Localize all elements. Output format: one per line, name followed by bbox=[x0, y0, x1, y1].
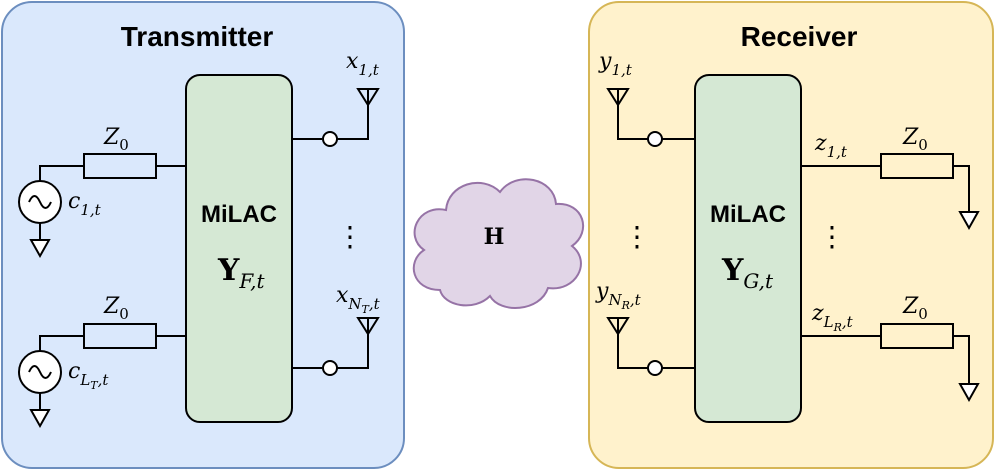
ground-icon bbox=[29, 409, 51, 429]
source-label-cLT: cLT,t bbox=[68, 359, 109, 392]
transmitter-milac-block bbox=[185, 74, 293, 423]
transmitter-source-LT: Z0 cLT,t bbox=[18, 294, 186, 429]
impedance-label: Z0 bbox=[902, 125, 928, 154]
antenna-icon bbox=[356, 88, 380, 107]
receiver-antenna-1: y1,t bbox=[598, 49, 695, 147]
receiver-load-LR: Z0 zLR,t bbox=[801, 294, 980, 403]
channel-cloud-shape bbox=[412, 178, 585, 309]
transmitter-antenna-NT: xNT,t bbox=[292, 283, 381, 376]
input-label-yNR: yNR,t bbox=[595, 279, 642, 312]
transmitter-panel: Transmitter MiLAC YF,t Z0 c1,t Z0 bbox=[1, 1, 405, 469]
output-label-xNT: xNT,t bbox=[336, 283, 381, 316]
antenna-icon bbox=[356, 317, 380, 336]
transmitter-milac-label: MiLAC bbox=[201, 201, 277, 228]
port-terminal bbox=[322, 131, 338, 147]
ground-icon bbox=[958, 211, 980, 231]
receiver-antenna-NR: yNR,t bbox=[595, 279, 695, 376]
load-label-zLR: zLR,t bbox=[811, 301, 854, 334]
receiver-panel: Receiver MiLAC YG,t y1,t ⋮ yNR,t bbox=[588, 1, 994, 469]
channel-cloud: H bbox=[412, 178, 585, 309]
output-label-x1: x1,t bbox=[346, 49, 380, 79]
port-terminal bbox=[647, 131, 663, 147]
impedance-label: Z0 bbox=[902, 294, 928, 323]
channel-label: H bbox=[484, 224, 505, 250]
load-label-z1: z1,t bbox=[814, 131, 848, 161]
receiver-matrix-symbol: YG,t bbox=[721, 253, 774, 293]
transmitter-antenna-1: x1,t bbox=[292, 49, 380, 147]
receiver-title: Receiver bbox=[741, 21, 858, 52]
receiver-milac-block bbox=[694, 74, 802, 423]
transmitter-matrix-symbol: YF,t bbox=[217, 253, 266, 293]
impedance-label: Z0 bbox=[103, 125, 129, 154]
transmitter-title: Transmitter bbox=[121, 21, 274, 52]
ground-icon bbox=[958, 383, 980, 403]
receiver-input-vertical-dots: ⋮ bbox=[623, 220, 651, 253]
receiver-milac-label: MiLAC bbox=[710, 201, 786, 228]
port-terminal bbox=[647, 360, 663, 376]
receiver-load-1: Z0 z1,t bbox=[801, 125, 980, 231]
transmitter-vertical-dots: ⋮ bbox=[336, 220, 364, 253]
ground-icon bbox=[29, 239, 51, 259]
transmitter-source-1: Z0 c1,t bbox=[18, 125, 186, 259]
input-label-y1: y1,t bbox=[598, 49, 633, 79]
source-label-c1: c1,t bbox=[68, 189, 102, 219]
impedance-label: Z0 bbox=[103, 294, 129, 323]
receiver-output-vertical-dots: ⋮ bbox=[818, 220, 846, 253]
port-terminal bbox=[322, 360, 338, 376]
